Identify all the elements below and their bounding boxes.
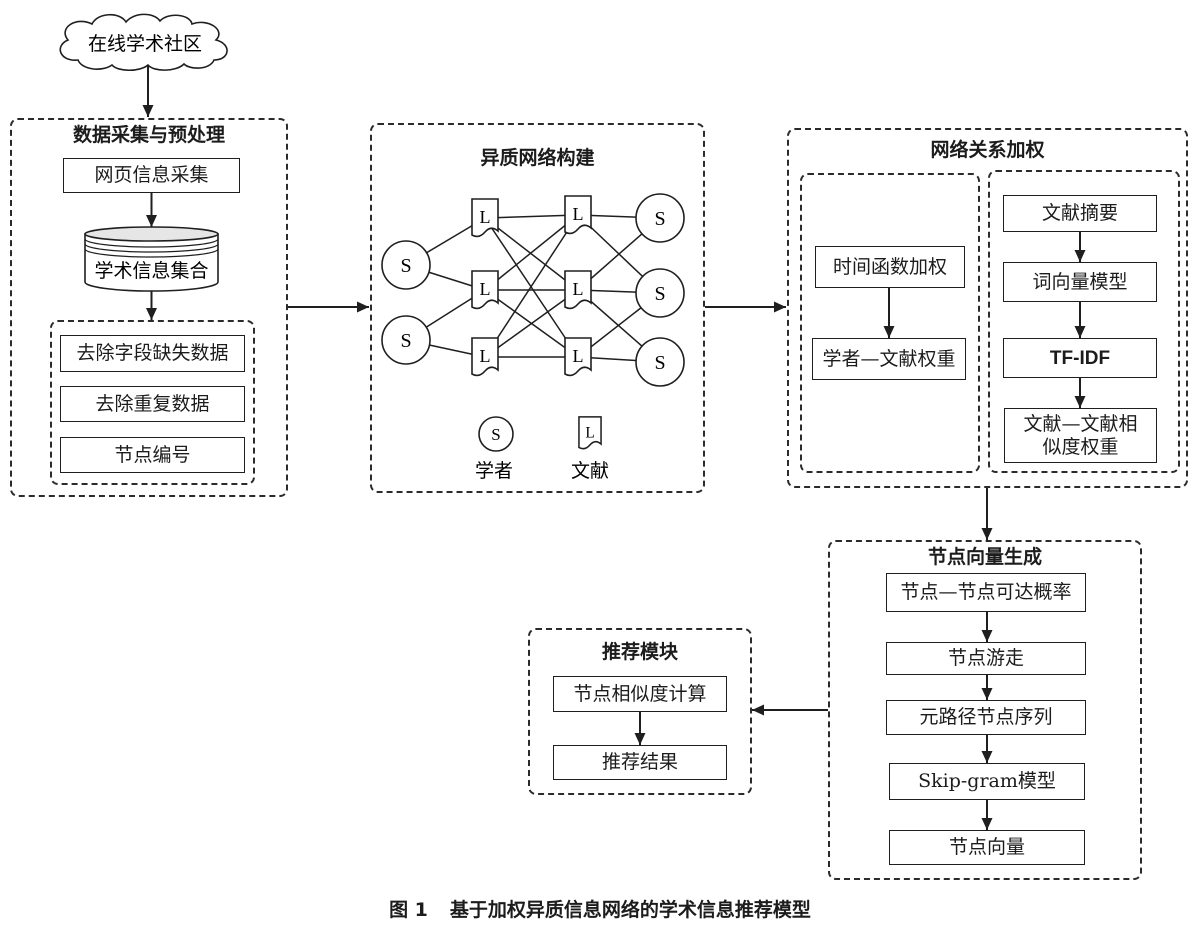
figure-number: 图 1 (389, 899, 428, 921)
document-shape (471, 198, 499, 238)
embedding-step: 节点游走 (886, 642, 1086, 675)
literature-node-label: L (480, 346, 491, 366)
document-shape (564, 337, 592, 377)
legend-scholar-symbol: S (478, 416, 514, 452)
scholar-node: S (381, 315, 431, 365)
figure-caption: 图 1 基于加权异质信息网络的学术信息推荐模型 (0, 898, 1200, 922)
literature-node-label: L (480, 279, 491, 299)
recommendation-title: 推荐模块 (601, 641, 678, 663)
literature-node: L (471, 337, 499, 377)
cylinder-body (84, 233, 219, 292)
dataset-label: 学术信息集合 (94, 260, 208, 282)
scholar-circle (478, 416, 514, 452)
word-vector-model-box: 词向量模型 (1003, 262, 1157, 302)
literature-node-label: L (573, 204, 584, 224)
legend-scholar-glyph: S (491, 425, 500, 444)
source-cloud: 在线学术社区 (59, 13, 228, 72)
scholar-circle (635, 268, 685, 318)
scholar-node-label: S (654, 208, 665, 230)
recommendation-step: 节点相似度计算 (553, 676, 727, 712)
network-legend: S 学者 L 文献 (475, 416, 609, 482)
recommendation-step: 推荐结果 (553, 745, 727, 780)
recommendation-panel (528, 628, 752, 795)
cloud-shape (59, 13, 228, 72)
network-edge (484, 214, 579, 219)
web-collection-box: 网页信息采集 (63, 158, 240, 193)
network-edge (484, 214, 579, 291)
scholar-circle (381, 240, 431, 290)
cleaning-step: 去除重复数据 (60, 386, 245, 422)
network-edge (484, 217, 579, 358)
flow-arrows (142, 65, 1086, 830)
literature-node-label: L (573, 346, 584, 366)
cylinder-stripe (84, 238, 219, 248)
scholar-node-label: S (400, 255, 411, 277)
document-shape (564, 195, 592, 235)
figure-title: 基于加权异质信息网络的学术信息推荐模型 (449, 899, 811, 921)
scholar-node-label: S (400, 330, 411, 352)
document-shape (471, 270, 499, 310)
legend-literature-label: 文献 (571, 460, 609, 482)
cylinder-stripe (84, 248, 219, 258)
scholar-node-label: S (654, 352, 665, 374)
cleaning-step: 节点编号 (60, 437, 245, 473)
source-label: 在线学术社区 (88, 33, 202, 55)
dataset-cylinder: 学术信息集合 (84, 226, 219, 292)
legend-literature-glyph: L (585, 424, 594, 441)
scholar-weighting-group (800, 173, 980, 473)
cleaning-group (50, 320, 255, 485)
time-weighting-box: 时间函数加权 (815, 246, 965, 288)
cylinder-top (84, 226, 219, 242)
network-edge (484, 217, 579, 291)
literature-node: L (471, 198, 499, 238)
literature-node: L (564, 337, 592, 377)
relation-weighting-title: 网络关系加权 (930, 139, 1045, 161)
heterogeneous-network: S S L L L L L L (381, 193, 685, 387)
tfidf-box: TF-IDF (1003, 338, 1157, 378)
network-edge (484, 289, 579, 358)
cylinder-stripe (84, 243, 219, 253)
scholar-node: S (635, 268, 685, 318)
literature-node: L (564, 270, 592, 310)
embedding-step: 节点向量 (889, 830, 1085, 865)
network-edges (405, 214, 661, 363)
scholar-literature-weight-box: 学者—文献权重 (812, 338, 966, 380)
abstract-box: 文献摘要 (1003, 195, 1157, 232)
embedding-step: 节点—节点可达概率 (886, 573, 1086, 612)
network-construction-panel (370, 123, 705, 493)
data-collection-panel (10, 118, 288, 497)
scholar-node-label: S (654, 283, 665, 305)
document-shape (578, 416, 602, 450)
data-collection-title: 数据采集与预处理 (72, 124, 225, 146)
legend-literature-symbol: L (578, 416, 602, 450)
scholar-node: S (635, 193, 685, 243)
scholar-circle (635, 193, 685, 243)
literature-node-label: L (480, 207, 491, 227)
scholar-node: S (381, 240, 431, 290)
document-shape (564, 270, 592, 310)
scholar-circle (381, 315, 431, 365)
literature-node: L (564, 195, 592, 235)
legend-scholar-label: 学者 (475, 460, 513, 482)
cleaning-step: 去除字段缺失数据 (60, 335, 245, 372)
literature-node: L (471, 270, 499, 310)
node-embedding-title: 节点向量生成 (927, 546, 1042, 568)
scholar-node: S (635, 337, 685, 387)
literature-node-label: L (573, 279, 584, 299)
document-shape (471, 337, 499, 377)
node-embedding-panel (828, 540, 1142, 880)
relation-weighting-panel (787, 128, 1188, 488)
literature-similarity-weight-box: 文献—文献相似度权重 (1004, 408, 1157, 463)
network-edge (484, 214, 579, 358)
embedding-step: Skip-gram模型 (889, 763, 1085, 800)
embedding-step: 元路径节点序列 (886, 700, 1086, 735)
scholar-circle (635, 337, 685, 387)
literature-weighting-group (988, 170, 1180, 473)
network-construction-title: 异质网络构建 (480, 147, 595, 169)
